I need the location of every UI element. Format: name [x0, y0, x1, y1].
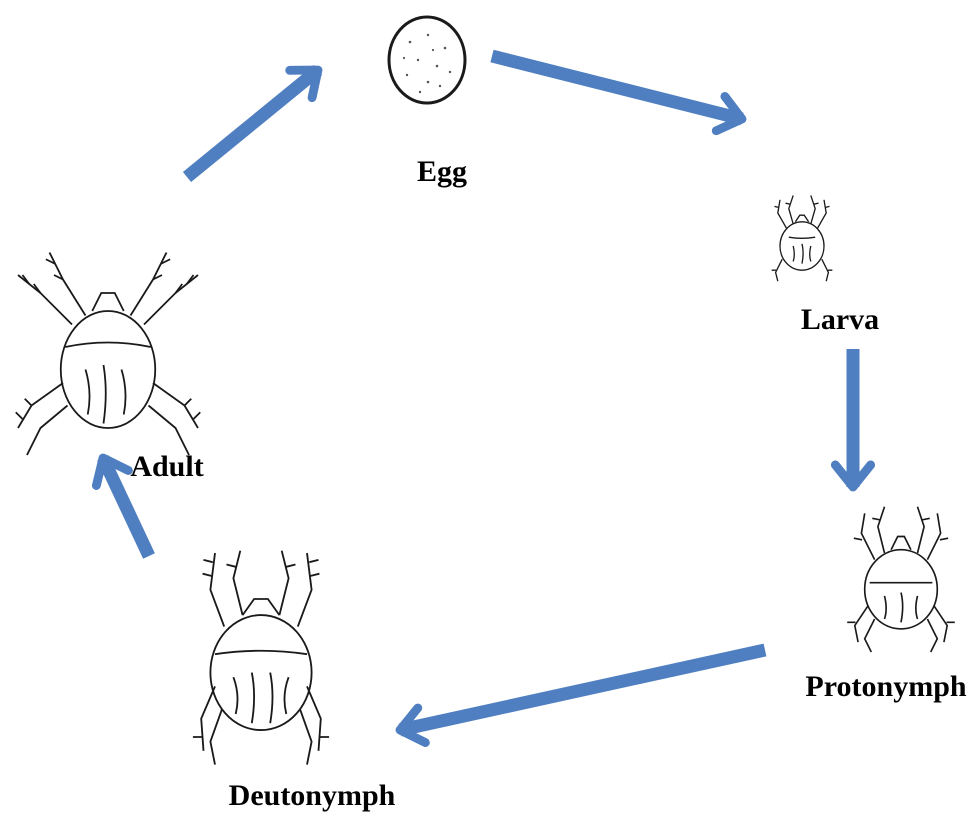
arrow-protonymph-to-deutonymph: [400, 650, 765, 730]
stage-label-larva: Larva: [801, 305, 879, 335]
arrow-adult-to-egg: [187, 70, 318, 177]
stage-label-adult: Adult: [130, 452, 203, 482]
deutonymph-mite-icon: [193, 551, 329, 765]
adult-mite-icon: [16, 253, 201, 456]
stage-label-protonymph: Protonymph: [805, 672, 966, 702]
cycle-arrows: [103, 56, 853, 730]
stage-label-deutonymph: Deutonymph: [229, 781, 396, 811]
larva-mite-icon: [772, 195, 833, 281]
protonymph-mite-icon: [847, 507, 955, 652]
arrow-egg-to-larva: [492, 56, 742, 119]
egg-icon: [389, 17, 465, 103]
stage-label-egg: Egg: [417, 157, 467, 187]
